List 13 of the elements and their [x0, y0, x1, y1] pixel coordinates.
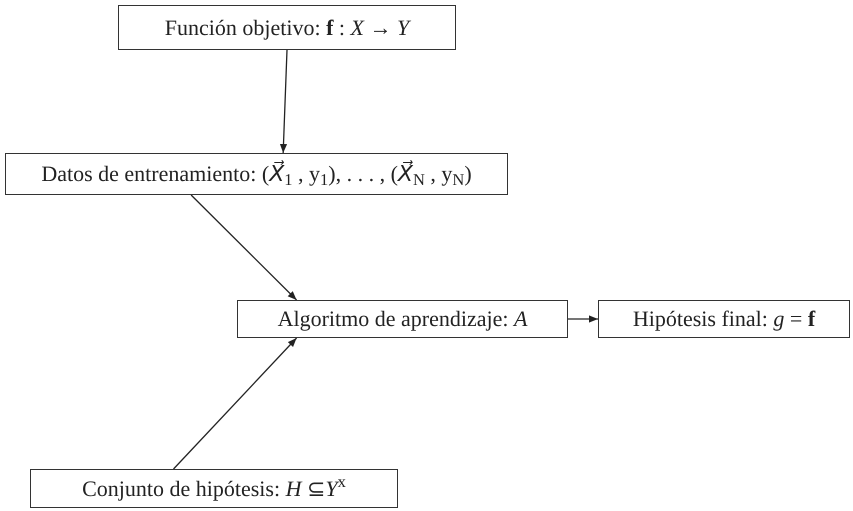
arrow: [173, 338, 298, 470]
arrow: [280, 50, 288, 154]
process-box: [118, 5, 456, 50]
box-label: Algoritmo de aprendizaje: A: [278, 308, 528, 330]
box-label: Conjunto de hipótesis: H ⊆Y$^{x}$: [82, 478, 346, 500]
arrow: [568, 315, 598, 323]
process-box: [237, 300, 568, 338]
box-label: Función objetivo: f : X → Y: [164, 16, 410, 38]
process-box: [30, 469, 398, 508]
process-box: [598, 300, 850, 338]
box-label: Hipótesis final: g = f: [632, 308, 816, 330]
arrow: [190, 194, 298, 300]
process-box: [5, 153, 508, 195]
